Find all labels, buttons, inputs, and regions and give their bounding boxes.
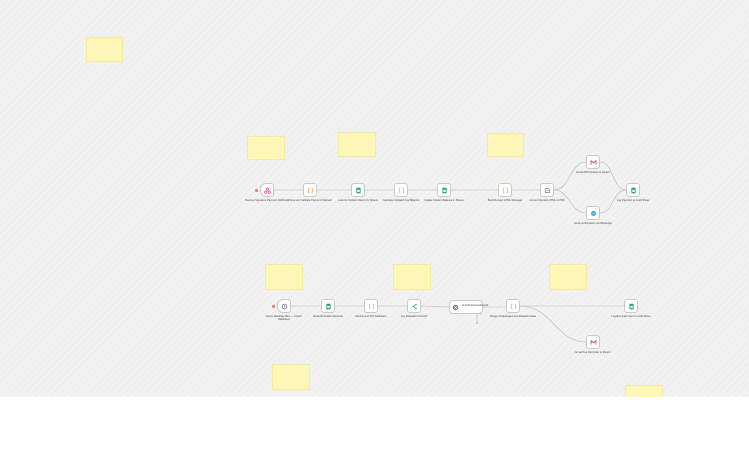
sticky-note[interactable]: [247, 136, 285, 160]
google-sheets-icon: [630, 187, 636, 193]
code-braces-icon: [368, 303, 374, 309]
email-reminder-node[interactable]: [586, 335, 600, 349]
openai-icon: [452, 304, 459, 310]
log-payment-node[interactable]: [626, 183, 640, 197]
lookup-student-node[interactable]: [351, 183, 365, 197]
sticky-note[interactable]: [338, 132, 376, 157]
node-label: Log Payment to Audit Sheet: [616, 199, 650, 202]
node-label: Every Weekday 8am — Check Defaulters: [266, 315, 302, 321]
node-label: AI Draft Personalized R...: [462, 304, 491, 307]
google-sheets-icon: [628, 303, 634, 309]
node-label: Update Student Balance in Sheets: [424, 199, 464, 202]
workflow-canvas[interactable]: Receive Signature Payment Webhook Parse …: [0, 0, 749, 397]
node-label: Convert Receipt HTML to PDF: [529, 199, 565, 202]
trigger-pin: [272, 305, 275, 308]
webhook-trigger-node[interactable]: [260, 183, 274, 197]
build-receipt-node[interactable]: [498, 183, 512, 197]
connection-line: [599, 189, 627, 214]
connection-line: [599, 161, 627, 191]
google-sheets-icon: [325, 303, 331, 309]
node-label: Merge AI Messages with Defaulter Data: [490, 315, 536, 318]
gmail-icon: [590, 339, 596, 345]
node-label: Receive Signature Payment Webhook: [245, 199, 289, 202]
ai-draft-node[interactable]: AI Draft Personalized R...: [449, 300, 491, 314]
node-label: Calculate Updated Fee Balance: [382, 199, 420, 202]
node-label: Send Confirmation via WhatsApp: [573, 222, 613, 225]
node-label: Build Receipt HTML Message: [487, 199, 523, 202]
connection-line: [519, 305, 587, 343]
code-braces-icon: [398, 187, 404, 193]
connection-line: [553, 189, 587, 214]
node-label: Identify and Tier Defaulters: [355, 315, 387, 318]
sticky-note[interactable]: [272, 364, 310, 390]
clock-icon: [281, 303, 287, 309]
node-label: Email Fee Reminder to Parent: [575, 351, 611, 354]
gmail-icon: [590, 159, 596, 165]
tier-defaulters-node[interactable]: [364, 299, 378, 313]
convert-pdf-node[interactable]: [540, 183, 554, 197]
google-sheets-icon: [441, 187, 447, 193]
sticky-note[interactable]: [487, 133, 524, 157]
read-students-node[interactable]: [321, 299, 335, 313]
if-defaulters-node[interactable]: [407, 299, 421, 313]
if-branch-icon: [411, 303, 417, 309]
node-label: Read All Student Records: [313, 315, 343, 318]
code-braces-icon: [307, 187, 313, 193]
node-label: Any Defaulters Found?: [400, 315, 428, 318]
sticky-note[interactable]: [625, 385, 663, 397]
connections-layer: [274, 161, 627, 343]
google-sheets-icon: [355, 187, 361, 193]
log-reminder-node[interactable]: [624, 299, 638, 313]
node-label: Log Reminder Sent to Audit Sheet: [611, 315, 651, 318]
html-to-pdf-icon: [544, 187, 550, 193]
whatsapp-icon: [590, 210, 596, 216]
merge-messages-node[interactable]: [506, 299, 520, 313]
connection-line: [553, 161, 587, 191]
sticky-note[interactable]: [265, 264, 303, 290]
parse-payload-node[interactable]: [303, 183, 317, 197]
schedule-trigger-node[interactable]: [277, 299, 291, 313]
connection-line: [420, 305, 450, 308]
update-balance-node[interactable]: [437, 183, 451, 197]
whatsapp-confirm-node[interactable]: [586, 206, 600, 220]
sticky-note[interactable]: [86, 37, 123, 62]
sticky-note[interactable]: [393, 264, 431, 290]
webhook-icon: [263, 187, 271, 194]
node-label: Look Up Student Record in Sheets: [338, 199, 378, 202]
node-label: Email PDF Receipt to Parent: [576, 171, 610, 174]
code-braces-icon: [502, 187, 508, 193]
code-braces-icon: [510, 303, 516, 309]
sticky-note[interactable]: [549, 264, 587, 290]
calculate-balance-node[interactable]: [394, 183, 408, 197]
trigger-pin: [255, 189, 258, 192]
email-receipt-node[interactable]: [586, 155, 600, 169]
node-label: Parse and Validate Payment Payload: [288, 199, 332, 202]
